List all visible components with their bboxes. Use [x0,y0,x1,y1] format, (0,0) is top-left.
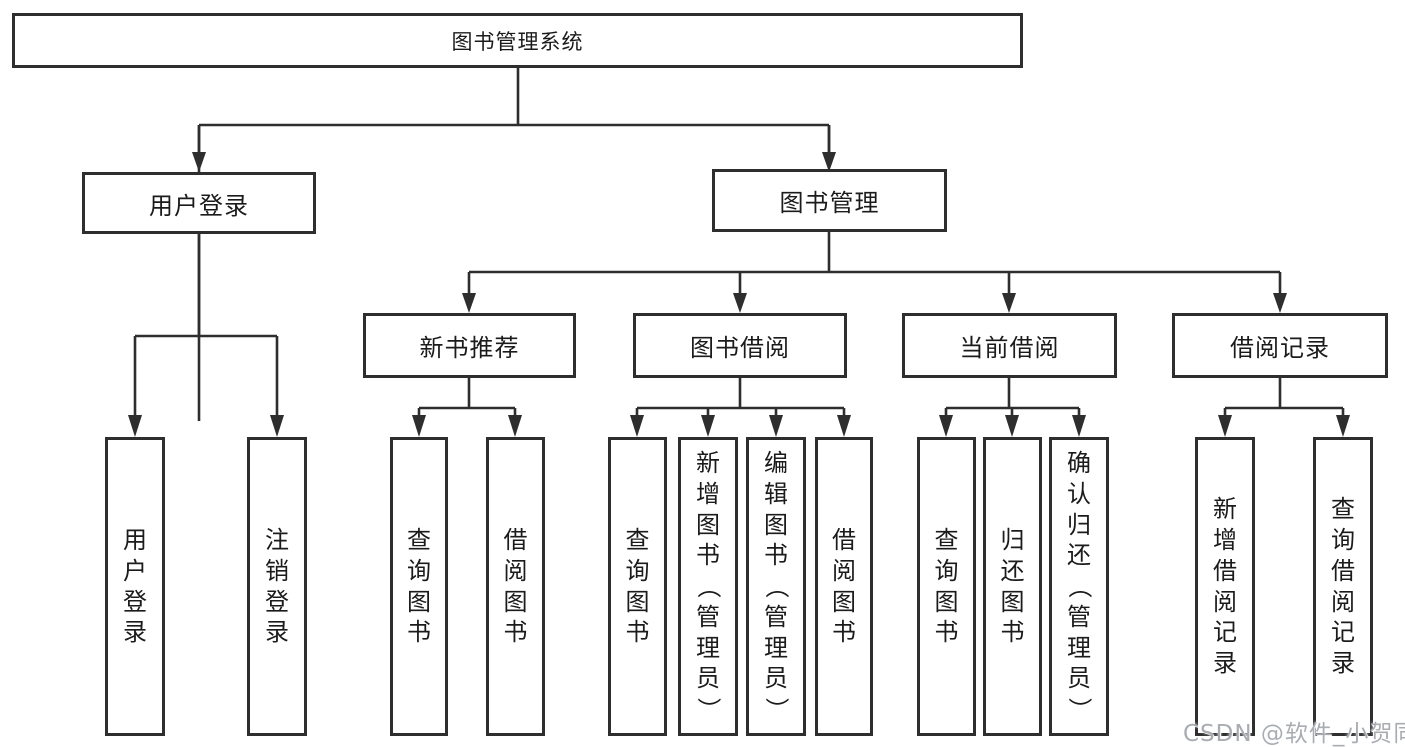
leaf-borrowing-borrow-books-label: 借阅图书 [832,526,856,647]
leaf-edit-books-admin: 编辑图书（管理员） [746,437,806,736]
leaf-borrowing-query-books-label: 查询图书 [625,526,650,647]
leaf-recommend-query-books-label: 查询图书 [407,526,431,647]
node-borrow-records: 借阅记录 [1172,313,1388,378]
leaf-add-borrow-record: 新增借阅记录 [1195,437,1255,736]
leaf-return-books-label: 归还图书 [1000,526,1025,647]
leaf-confirm-return-admin: 确认归还（管理员） [1049,437,1109,736]
node-borrow-records-label: 借阅记录 [1230,334,1330,362]
leaf-edit-books-admin-label: 编辑图书（管理员） [762,449,791,722]
watermark: CSDN @软件_小贺同学 [1183,721,1405,747]
leaf-confirm-return-admin-label: 确认归还（管理员） [1065,449,1094,722]
leaf-add-books-admin-label: 新增图书（管理员） [694,449,723,722]
node-new-book-recommend: 新书推荐 [363,313,576,378]
leaf-current-query-books: 查询图书 [917,437,976,736]
leaf-return-books: 归还图书 [983,437,1042,736]
leaf-recommend-borrow-books-label: 借阅图书 [503,526,528,647]
leaf-borrowing-query-books: 查询图书 [608,437,667,736]
leaf-query-borrow-record-label: 查询借阅记录 [1331,495,1355,677]
node-current-borrowing: 当前借阅 [902,313,1117,378]
leaf-recommend-query-books: 查询图书 [390,437,448,736]
node-user-login: 用户登录 [82,172,316,234]
leaf-user-login-label: 用户登录 [123,526,147,647]
node-user-login-label: 用户登录 [149,191,249,220]
leaf-logout-label: 注销登录 [265,526,289,647]
leaf-recommend-borrow-books: 借阅图书 [486,437,545,736]
leaf-add-borrow-record-label: 新增借阅记录 [1213,495,1237,677]
node-current-borrowing-label: 当前借阅 [959,334,1060,362]
leaf-query-borrow-record: 查询借阅记录 [1313,437,1373,736]
leaf-user-login: 用户登录 [105,437,165,736]
node-book-management: 图书管理 [712,169,947,232]
node-root: 图书管理系统 [12,13,1023,68]
node-root-label: 图书管理系统 [451,29,584,54]
node-book-borrowing: 图书借阅 [633,313,847,378]
leaf-borrowing-borrow-books: 借阅图书 [815,437,873,736]
leaf-logout: 注销登录 [247,437,307,736]
node-book-management-label: 图书管理 [779,189,880,217]
node-new-book-recommend-label: 新书推荐 [419,334,520,362]
node-book-borrowing-label: 图书借阅 [690,334,790,362]
leaf-add-books-admin: 新增图书（管理员） [678,437,738,736]
leaf-current-query-books-label: 查询图书 [934,526,959,647]
